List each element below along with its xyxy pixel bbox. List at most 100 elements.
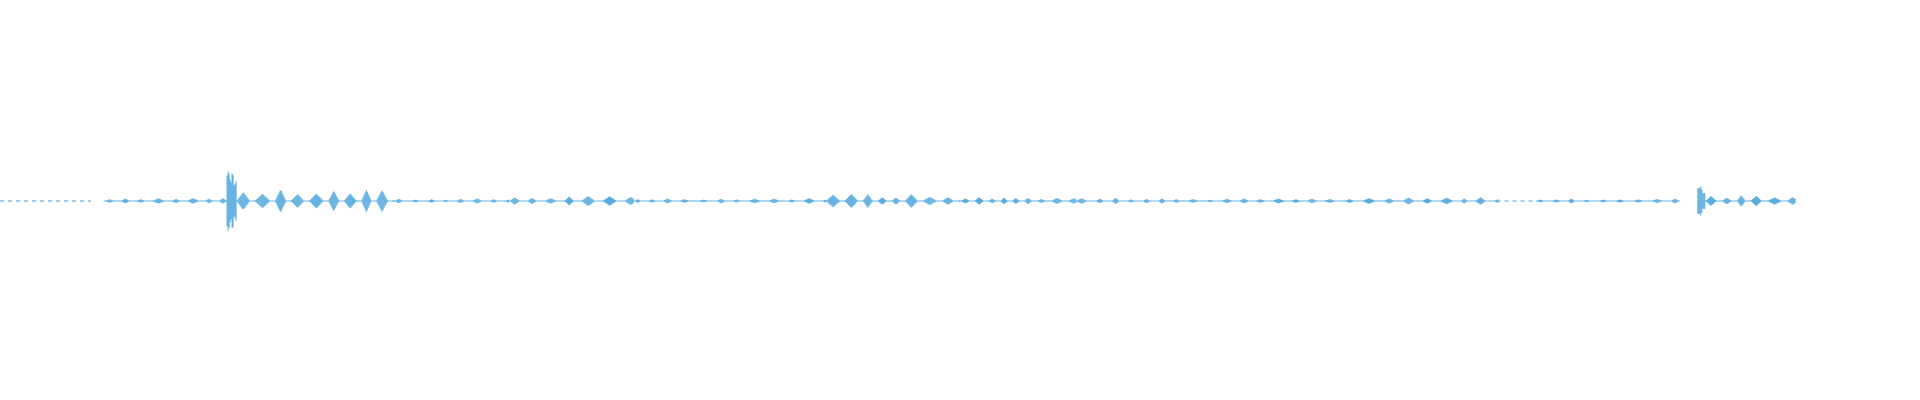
waveform-sample <box>437 200 439 202</box>
waveform-sample <box>1087 200 1089 202</box>
waveform-sample <box>536 200 538 202</box>
waveform-sample <box>35 200 36 202</box>
waveform-sample <box>115 200 117 202</box>
waveform-sample <box>427 200 428 202</box>
waveform-sample <box>291 200 293 202</box>
waveform-sample <box>8 200 9 202</box>
waveform-sample <box>149 200 151 202</box>
waveform-sample <box>184 200 186 202</box>
waveform-sample <box>1080 198 1082 204</box>
waveform-sample <box>1291 200 1293 202</box>
waveform-sample <box>670 200 672 202</box>
waveform-sample <box>819 200 821 202</box>
waveform-sample <box>602 200 603 202</box>
waveform-sample <box>839 200 841 202</box>
waveform-sample <box>1437 200 1439 202</box>
waveform-sample <box>274 200 276 202</box>
waveform-sample <box>1209 199 1211 203</box>
waveform-sample <box>316 194 318 208</box>
waveform-sample <box>675 200 677 202</box>
waveform-sample <box>821 200 822 202</box>
waveform-sample <box>1021 200 1023 202</box>
waveform-sample <box>1399 200 1401 202</box>
waveform-sample <box>330 195 332 207</box>
waveform-sample <box>1349 199 1350 203</box>
waveform-sample <box>663 200 665 202</box>
waveform-sample <box>540 200 542 202</box>
waveform-sample <box>964 199 965 203</box>
waveform-sample <box>898 199 900 203</box>
waveform-sample <box>727 200 729 202</box>
waveform-sample <box>1047 200 1048 202</box>
waveform-sample <box>954 200 956 202</box>
waveform-sample <box>252 200 254 202</box>
waveform-sample <box>1228 199 1230 203</box>
waveform-sample <box>692 200 693 202</box>
waveform-sample <box>382 192 384 210</box>
waveform-sample <box>200 200 202 202</box>
waveform-sample <box>163 200 165 202</box>
waveform-sample <box>794 200 796 202</box>
waveform-sample <box>1623 200 1624 202</box>
waveform-sample <box>131 200 133 202</box>
waveform-sample <box>214 200 216 202</box>
waveform-sample <box>1544 200 1546 202</box>
waveform-sample <box>842 200 844 202</box>
waveform-sample <box>830 196 832 206</box>
waveform-sample <box>339 200 341 202</box>
waveform-sample <box>619 200 621 202</box>
waveform-sample <box>875 200 877 202</box>
waveform-sample <box>1719 200 1721 202</box>
waveform-sample <box>1418 200 1420 202</box>
waveform-sample <box>1020 200 1022 202</box>
waveform-sample <box>1550 200 1552 202</box>
waveform-sample <box>301 198 303 204</box>
waveform-sample <box>400 199 402 203</box>
waveform-sample <box>43 200 44 202</box>
waveform-sample <box>194 199 196 203</box>
waveform-sample <box>889 200 891 202</box>
waveform-sample <box>1597 200 1599 202</box>
waveform-sample <box>853 196 855 206</box>
waveform-sample <box>1329 199 1331 203</box>
waveform-sample <box>1354 200 1356 202</box>
waveform-sample <box>599 200 601 202</box>
waveform-sample <box>887 200 889 202</box>
waveform-sample <box>1609 200 1611 202</box>
waveform-sample <box>611 197 612 205</box>
waveform-sample <box>346 197 348 205</box>
waveform-sample <box>1235 200 1237 202</box>
waveform-sample <box>342 200 344 202</box>
waveform-sample <box>1165 200 1166 202</box>
waveform-sample <box>1015 198 1017 204</box>
waveform-sample <box>910 194 912 208</box>
waveform-sample <box>1141 200 1143 202</box>
waveform-sample <box>1466 200 1468 202</box>
waveform-sample <box>781 200 782 202</box>
waveform-sample <box>1042 199 1044 203</box>
waveform-sample <box>800 200 802 202</box>
waveform-sample <box>241 194 243 208</box>
waveform-sample <box>429 200 430 202</box>
waveform-sample <box>606 198 607 204</box>
waveform-sample <box>1576 200 1578 202</box>
waveform-sample <box>1426 198 1428 204</box>
waveform-sample <box>932 198 934 204</box>
waveform-sample <box>284 199 286 203</box>
waveform-sample <box>42 200 43 202</box>
waveform-sample <box>908 196 910 206</box>
waveform-sample <box>303 200 305 202</box>
waveform-sample <box>848 196 850 206</box>
waveform-sample <box>81 200 82 202</box>
waveform-sample <box>208 198 210 204</box>
waveform-sample <box>234 183 236 219</box>
waveform-sample <box>1230 200 1232 202</box>
waveform-sample <box>318 196 320 206</box>
waveform-sample <box>632 198 634 204</box>
waveform-sample <box>1288 200 1290 202</box>
waveform-sample <box>863 199 865 203</box>
waveform-sample <box>1622 200 1623 202</box>
waveform-sample <box>900 200 902 202</box>
